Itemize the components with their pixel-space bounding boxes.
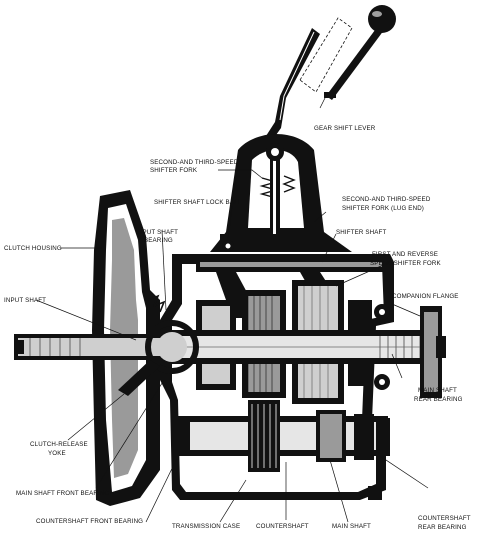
leader-lines — [35, 95, 429, 523]
label-main-shaft-rear-line1: MAIN SHAFT — [418, 387, 457, 394]
label-countershaft-front-bearing: COUNTERSHAFT FRONT BEARING — [36, 518, 143, 525]
input-and-main-shaft-illustration — [14, 320, 442, 374]
countershaft-illustration — [176, 400, 390, 500]
label-countershaft: COUNTERSHAFT — [256, 523, 309, 530]
label-first-reverse-line1: FIRST AND REVERSE — [372, 251, 438, 258]
label-second-third-fork-line1: SECOND-AND THIRD-SPEED — [150, 159, 239, 166]
labels: GEAR SHIFT LEVER SECOND-AND THIRD-SPEED … — [4, 125, 471, 531]
label-clutch-housing: CLUTCH HOUSING — [4, 245, 62, 252]
label-input-shaft: INPUT SHAFT — [4, 297, 46, 304]
shift-tower-illustration — [210, 134, 352, 252]
label-main-shaft-rear-line2: REAR BEARING — [414, 396, 463, 403]
label-first-reverse-line2: SPEED SHIFTER FORK — [370, 260, 441, 267]
gear-shift-lever-illustration — [266, 5, 396, 142]
companion-flange-illustration — [374, 304, 446, 398]
label-clutch-release-line1: CLUTCH-RELEASE — [30, 441, 88, 448]
label-gear-shift-lever: GEAR SHIFT LEVER — [314, 125, 376, 132]
label-main-shaft: MAIN SHAFT — [332, 523, 371, 530]
label-input-shaft-bearing-line2: BEARING — [144, 237, 173, 244]
label-shifter-shaft-lock-ball: SHIFTER SHAFT LOCK BALL — [154, 199, 242, 206]
label-second-third-lug-line1: SECOND-AND THIRD-SPEED — [342, 196, 431, 203]
label-countershaft-rear-line1: COUNTERSHAFT — [418, 515, 471, 522]
clutch-release-yoke-illustration — [118, 294, 166, 396]
label-transmission-case: TRANSMISSION CASE — [172, 523, 240, 530]
label-companion-flange: COMPANION FLANGE — [392, 293, 459, 300]
label-countershaft-rear-line2: REAR BEARING — [418, 524, 467, 531]
label-clutch-release-line2: YOKE — [48, 450, 66, 457]
label-main-shaft-front-bearing: MAIN SHAFT FRONT BEARING — [16, 490, 109, 497]
label-second-third-fork-line2: SHIFTER FORK — [150, 167, 198, 174]
label-second-third-lug-line2: SHIFTER FORK (LUG END) — [342, 205, 424, 212]
label-shifter-shaft: SHIFTER SHAFT — [336, 229, 386, 236]
label-input-shaft-bearing-line1: INPUT SHAFT — [136, 229, 178, 236]
